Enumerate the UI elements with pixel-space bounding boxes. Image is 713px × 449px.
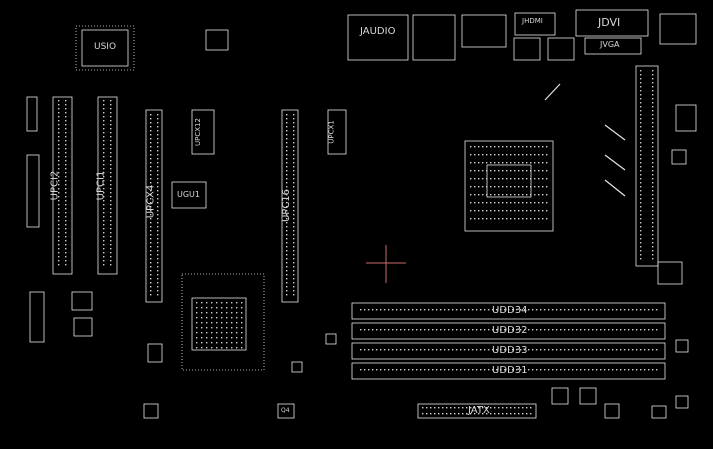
- label-jdvi: JDVI: [598, 16, 621, 29]
- jdvi-connector[interactable]: [575, 9, 649, 37]
- label-uddr2: UDD32: [492, 325, 528, 336]
- upci2-slot[interactable]: [52, 96, 73, 275]
- pch-chip[interactable]: [191, 297, 247, 351]
- upcx1-slot[interactable]: [327, 109, 347, 155]
- crosshair-marker: [366, 245, 406, 283]
- jvga-connector[interactable]: [584, 37, 642, 55]
- ugu1-chip[interactable]: [171, 181, 207, 209]
- label-uddr3: UDD33: [492, 345, 528, 356]
- dimm-uddr2[interactable]: [351, 322, 666, 340]
- jatx-connector[interactable]: [417, 403, 537, 419]
- label-upcx4: UPCX4: [145, 184, 157, 219]
- label-uddr4: UDD34: [492, 305, 528, 316]
- label-jaudio: JAUDIO: [360, 26, 396, 37]
- dimm-uddr3[interactable]: [351, 342, 666, 360]
- q4-transistor: [277, 403, 295, 419]
- usio-chip[interactable]: [81, 29, 129, 67]
- label-ugu1: UGU1: [177, 190, 200, 199]
- jaudio-connector[interactable]: [347, 14, 409, 61]
- jhdmi-connector[interactable]: [514, 12, 556, 36]
- upcx12-slot[interactable]: [191, 109, 215, 155]
- dimm-uddr1[interactable]: [351, 362, 666, 380]
- label-upc16: UPC16: [281, 188, 293, 223]
- label-uddr1: UDD31: [492, 365, 528, 376]
- label-jvga: JVGA: [600, 40, 620, 49]
- label-q4: Q4: [281, 407, 290, 414]
- label-upci1: UPCI1: [95, 170, 107, 201]
- upc16-slot[interactable]: [281, 109, 299, 303]
- label-jhdmi: JHDMI: [522, 17, 543, 25]
- label-upci2: UPCI2: [49, 170, 61, 201]
- dimm-uddr4[interactable]: [351, 302, 666, 320]
- label-jatx: JATX: [468, 405, 490, 416]
- label-upcx1: UPCX1: [327, 120, 336, 144]
- upcx4-slot[interactable]: [145, 109, 163, 303]
- upci1-slot[interactable]: [97, 96, 118, 275]
- label-upcx12: UPCX12: [193, 118, 202, 146]
- label-usio: USIO: [94, 42, 117, 52]
- cpu-socket[interactable]: [464, 140, 554, 232]
